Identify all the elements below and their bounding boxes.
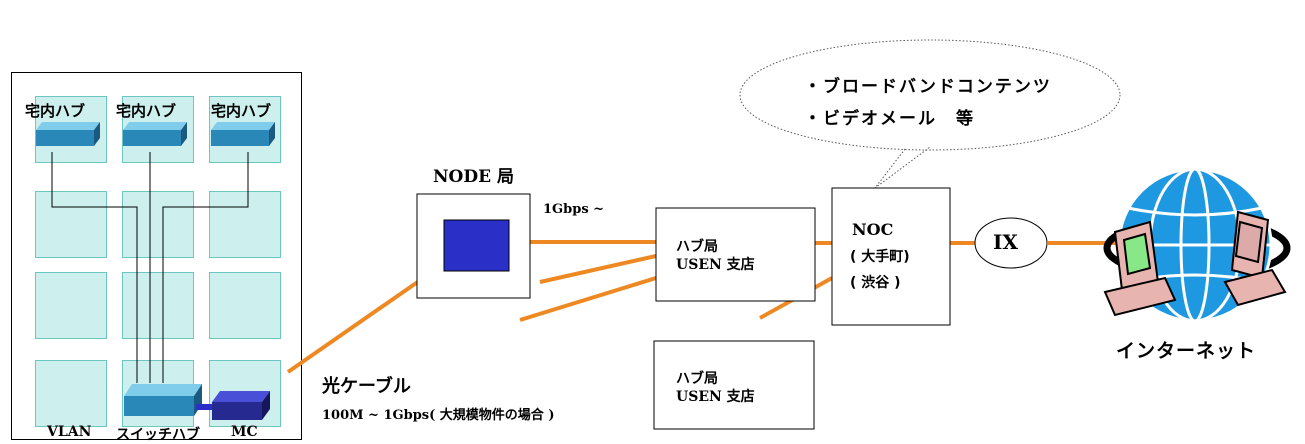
home-hub-device <box>211 122 275 146</box>
room-cell <box>122 191 194 258</box>
home-hub-label-2: 宅内ハブ <box>116 102 177 120</box>
hub-station-box-1 <box>655 207 816 302</box>
callout-broadband-contents: ・ブロードバンドコンテンツ <box>804 77 1052 97</box>
cable-speed-label: 100M ~ 1Gbps( 大規模物件の場合 ) <box>322 408 555 423</box>
noc-title: NOC <box>852 220 894 239</box>
node-device <box>443 219 510 272</box>
room-cell <box>209 272 281 339</box>
media-converter-device <box>212 391 270 420</box>
noc-box <box>831 187 951 326</box>
home-hub-label-3: 宅内ハブ <box>211 102 272 120</box>
node-speed-label: 1Gbps ~ <box>543 202 605 217</box>
mc-label: MC <box>231 424 258 440</box>
home-hub-device <box>36 122 100 146</box>
room-cell <box>35 360 107 427</box>
room-cell <box>122 272 194 339</box>
room-cell <box>35 272 107 339</box>
vlan-label: VLAN <box>47 424 92 440</box>
switch-hub-label: スイッチハブ <box>116 427 200 443</box>
building-outline <box>11 72 302 440</box>
internet-label: インターネット <box>1116 340 1257 362</box>
in-building-wiring <box>51 152 249 383</box>
room-cell <box>209 191 281 258</box>
hub-station-1-branch: USEN 支店 <box>676 257 755 273</box>
home-hub-device <box>123 122 187 146</box>
internet-globe-icon <box>1103 167 1291 323</box>
switch-mc-link <box>196 404 216 410</box>
hub-station-1-name: ハブ局 <box>676 239 718 255</box>
room-cell <box>35 191 107 258</box>
hub-station-2-name: ハブ局 <box>676 371 718 387</box>
switch-hub-device <box>124 384 202 416</box>
ix-node <box>974 217 1048 269</box>
ix-label: IX <box>993 230 1018 254</box>
node-station-label: NODE 局 <box>433 167 514 187</box>
noc-location-2: ( 渋谷 ) <box>850 275 901 291</box>
hub-station-2-branch: USEN 支店 <box>676 389 755 405</box>
optical-cable-label: 光ケーブル <box>322 376 411 397</box>
home-hub-label-1: 宅内ハブ <box>25 102 86 120</box>
hub-station-box-2 <box>653 340 815 430</box>
noc-location-1: ( 大手町) <box>850 249 910 265</box>
callout-video-mail: ・ビデオメール 等 <box>804 109 975 129</box>
